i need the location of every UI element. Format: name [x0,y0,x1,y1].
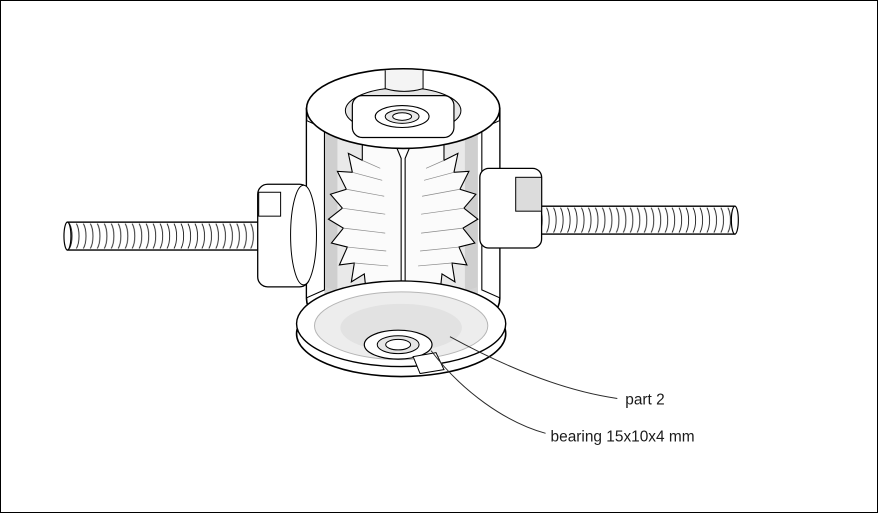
left-shaft-hub [257,183,317,288]
left-bevel-gear [327,140,402,294]
left-rod-threads [67,222,263,251]
label-part-2: part 2 [625,391,664,408]
right-gear-tooth-flanks [418,160,464,267]
left-hub-flange [290,184,317,286]
top-bearing-bore [392,112,413,121]
bottom-bearing [363,329,433,360]
right-shaft-hub [479,167,543,249]
base-flange [295,280,507,378]
left-threaded-rod [63,221,264,251]
top-bearing [374,105,430,129]
label-bearing: bearing 15x10x4 mm [551,428,695,445]
top-cap-notch [384,70,424,92]
left-rod-end-cap [63,221,72,251]
leader-line-bearing [430,350,546,434]
left-gear-tooth-flanks [342,160,389,267]
bottom-bearing-bore [385,338,412,351]
right-hub-slot [515,176,543,212]
leader-line-part-2 [449,336,618,399]
right-rod-threads [537,206,735,235]
top-cap [305,67,501,150]
right-rod-end-cap [730,205,739,235]
cavity-shadow-left [324,128,338,298]
left-hub-slot [258,191,282,217]
right-threaded-rod [536,205,739,235]
